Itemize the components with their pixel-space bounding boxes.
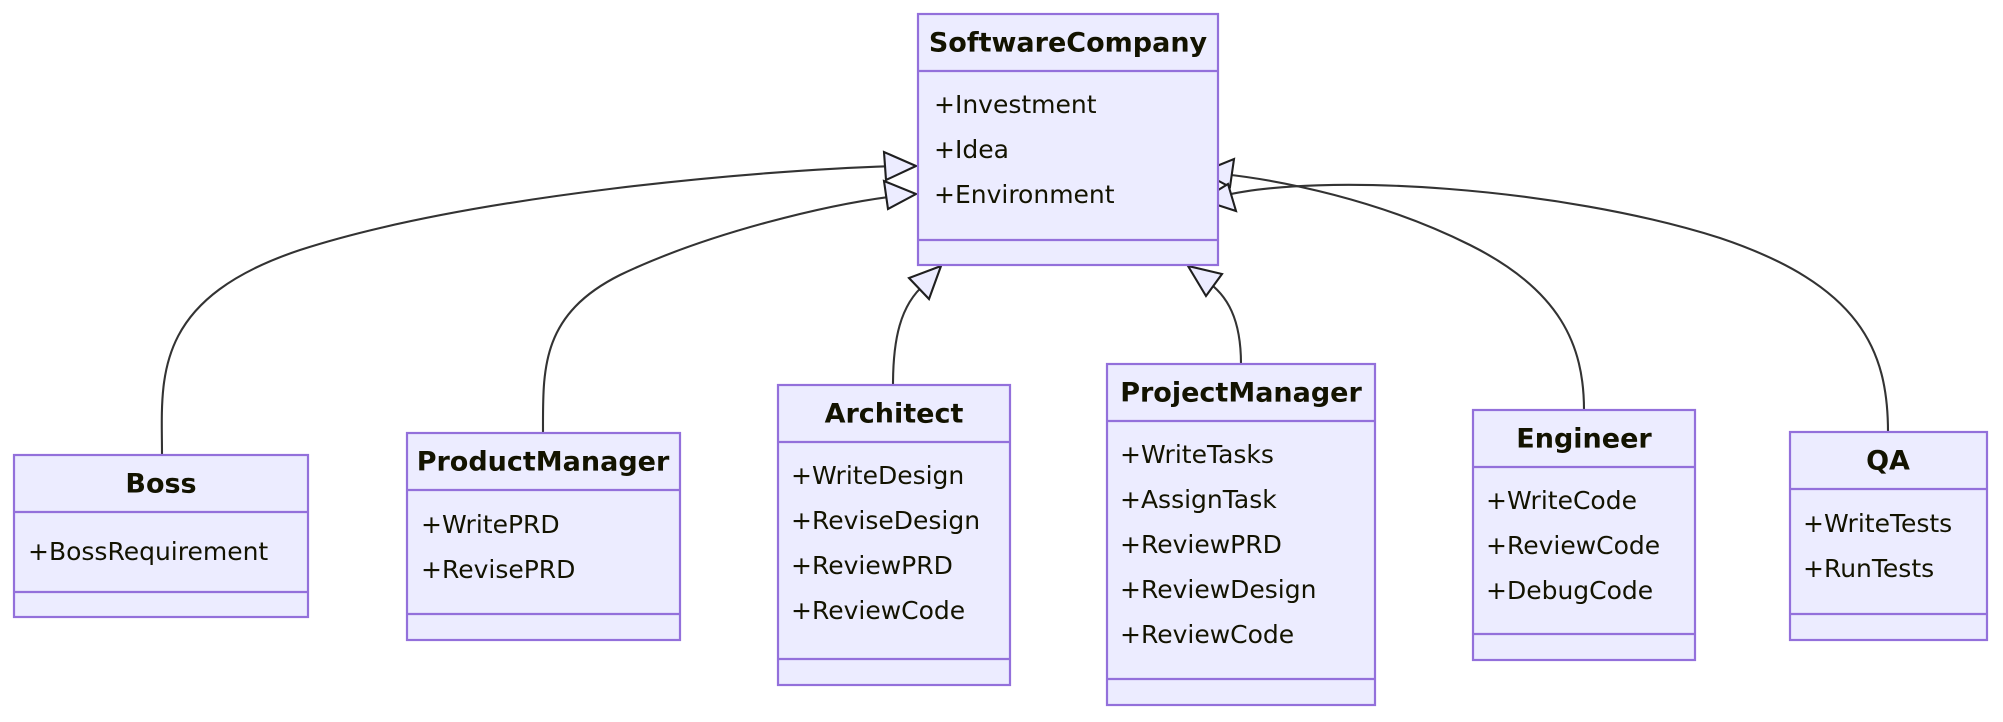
class-member: +ReviewDesign (1120, 575, 1316, 604)
class-member: +WriteCode (1486, 486, 1637, 515)
class-node-qa[interactable]: QA +WriteTests +RunTests (1788, 430, 1989, 642)
class-member: +Environment (934, 180, 1115, 209)
class-member: +ReviewPRD (791, 551, 953, 580)
class-title-architect: Architect (825, 399, 964, 430)
class-member: +DebugCode (1486, 576, 1653, 605)
class-title-qa: QA (1866, 446, 1910, 477)
edge-projectmanager-to-softwarecompany (1185, 264, 1243, 365)
class-member: +ReviewCode (1120, 620, 1294, 649)
class-member: +ReviewPRD (1120, 530, 1282, 559)
class-member: +RunTests (1803, 554, 1934, 583)
class-member: +ReviewCode (791, 596, 965, 625)
class-node-softwarecompany[interactable]: SoftwareCompany +Investment +Idea +Envir… (916, 12, 1220, 267)
class-title-projectmanager: ProjectManager (1120, 378, 1362, 409)
class-member: +Idea (934, 135, 1009, 164)
class-title-boss: Boss (125, 469, 196, 500)
class-member: +WritePRD (421, 510, 560, 539)
edge-productmanager-to-softwarecompany (541, 179, 919, 434)
class-member: +WriteTests (1803, 509, 1952, 538)
class-node-architect[interactable]: Architect +WriteDesign +ReviseDesign +Re… (776, 383, 1012, 687)
class-member: +AssignTask (1120, 485, 1277, 514)
class-member: +Investment (934, 90, 1097, 119)
class-member: +ReviseDesign (791, 506, 980, 535)
edge-boss-to-softwarecompany (160, 150, 919, 456)
class-node-productmanager[interactable]: ProductManager +WritePRD +RevisePRD (405, 431, 682, 642)
class-member: +ReviewCode (1486, 531, 1660, 560)
class-member: +BossRequirement (28, 537, 268, 566)
class-title-productmanager: ProductManager (417, 447, 670, 478)
class-member: +WriteTasks (1120, 440, 1274, 469)
class-title-engineer: Engineer (1516, 424, 1652, 455)
class-member: +WriteDesign (791, 461, 964, 490)
class-node-projectmanager[interactable]: ProjectManager +WriteTasks +AssignTask +… (1105, 362, 1377, 707)
class-member: +RevisePRD (421, 555, 575, 584)
class-node-engineer[interactable]: Engineer +WriteCode +ReviewCode +DebugCo… (1471, 408, 1697, 662)
edge-architect-to-softwarecompany (891, 264, 943, 386)
class-title-softwarecompany: SoftwareCompany (929, 28, 1208, 59)
class-node-boss[interactable]: Boss +BossRequirement (12, 453, 310, 619)
